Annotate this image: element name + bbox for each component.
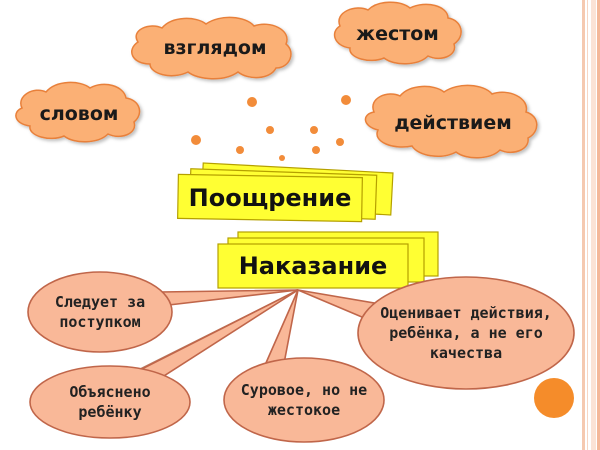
card-punishment-label: Наказание bbox=[238, 252, 388, 280]
bubble-explained-label: Объяснено ребёнку bbox=[69, 383, 151, 421]
border-stripe bbox=[582, 0, 585, 450]
corner-circle bbox=[534, 378, 574, 418]
decorative-dots bbox=[191, 95, 351, 161]
cloud-glance bbox=[131, 16, 292, 80]
cloud-action bbox=[364, 84, 538, 159]
decorative-dot bbox=[341, 95, 351, 105]
bubble-evaluates-label: Оценивает действия, ребёнка, а не его ка… bbox=[380, 304, 552, 362]
bubble-follows-act-label: Следует за поступком bbox=[54, 293, 146, 331]
cloud-word bbox=[15, 81, 141, 143]
decorative-dot bbox=[336, 138, 344, 146]
decorative-dot bbox=[236, 146, 244, 154]
decorative-dot bbox=[266, 126, 274, 134]
cloud-action-label: действием bbox=[394, 112, 512, 134]
bubble-explained bbox=[29, 289, 299, 439]
border-stripe bbox=[591, 0, 596, 450]
decorative-dot bbox=[312, 146, 320, 154]
decorative-dot bbox=[191, 135, 201, 145]
border-stripe bbox=[597, 0, 600, 450]
bubble-strict-label: Суровое, но не жестокое bbox=[240, 381, 368, 419]
bubble-follows-act bbox=[27, 271, 299, 353]
border-stripe bbox=[587, 0, 588, 450]
cloud-word-label: словом bbox=[39, 103, 119, 125]
decorative-dot bbox=[247, 97, 257, 107]
bubble-strict bbox=[223, 289, 385, 443]
card-punishment bbox=[217, 231, 439, 289]
cloud-gesture bbox=[333, 1, 462, 65]
decorative-dot bbox=[279, 155, 285, 161]
cloud-gesture-label: жестом bbox=[356, 23, 439, 45]
card-encouragement-label: Поощрение bbox=[188, 184, 352, 212]
cloud-glance-label: взглядом bbox=[163, 37, 267, 59]
decorative-dot bbox=[310, 126, 318, 134]
bubble-evaluates bbox=[297, 276, 575, 390]
card-encouragement bbox=[177, 162, 394, 223]
